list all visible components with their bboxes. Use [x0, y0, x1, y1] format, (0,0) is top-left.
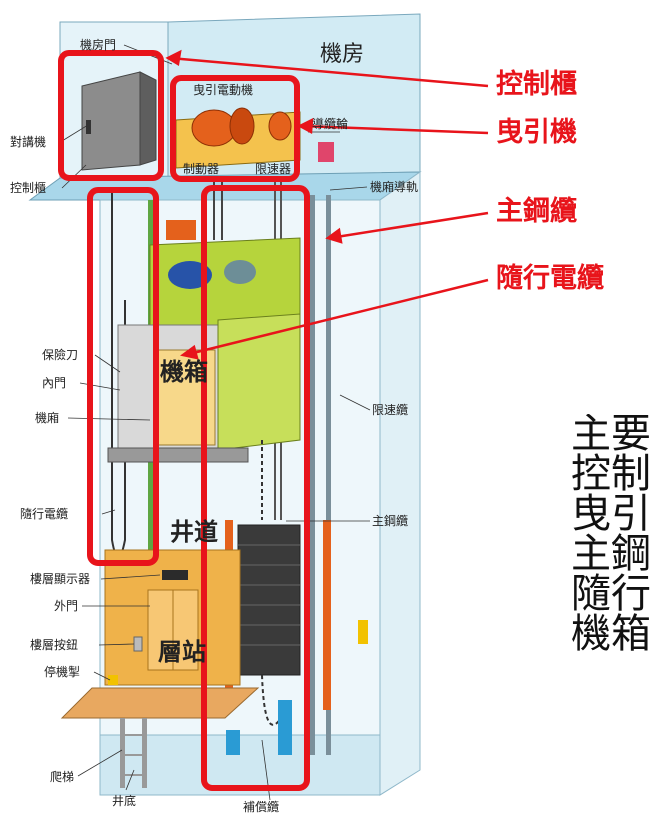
label-landing: 層站 — [158, 638, 206, 666]
highlight-control-cabinet — [58, 50, 164, 181]
highlight-boxes — [58, 50, 310, 791]
label-traction-machine: 曳引電動機 — [193, 83, 254, 97]
label-floor-indicator: 樓層顯示器 — [30, 572, 91, 586]
summary-list: 主要 控制 曳引 主鋼 隨行 機箱 — [571, 414, 653, 654]
summary-item: 隨行 — [571, 571, 651, 617]
callout-traction-machine: 曳引機 — [496, 117, 577, 148]
highlight-traveling-cable — [87, 187, 159, 566]
label-shaft: 井道 — [170, 518, 218, 546]
summary-item: 主要 — [571, 414, 651, 457]
label-outer-door: 外門 — [54, 599, 79, 613]
label-car-big: 機箱 — [160, 358, 208, 386]
label-machine-room-door: 機房門 — [80, 38, 117, 52]
summary-item: 機箱 — [571, 611, 651, 654]
label-ladder: 爬梯 — [50, 770, 75, 784]
label-car: 機廂 — [35, 411, 60, 425]
label-inner-door: 內門 — [42, 376, 67, 390]
label-governor-rope: 限速纜 — [372, 403, 409, 417]
callout-arrows — [165, 49, 489, 360]
traction-machine-drawing — [175, 107, 334, 169]
label-safety-gear: 保險刀 — [42, 348, 79, 362]
summary-item: 控制 — [571, 451, 651, 497]
summary-item: 曳引 — [571, 491, 651, 537]
machine-room-title: 機房 — [320, 42, 365, 67]
label-car-guide-rail: 機廂導軌 — [370, 180, 419, 194]
label-stop-switch: 停機掣 — [44, 665, 81, 679]
label-deflector-sheave: 導纜輪 — [312, 117, 349, 131]
label-compensation-rope: 補償纜 — [243, 800, 280, 814]
callout-control-cabinet: 控制櫃 — [496, 69, 577, 100]
label-traveling-cable: 隨行電纜 — [20, 507, 69, 521]
summary-item: 主鋼 — [571, 531, 651, 577]
label-main-rope: 主鋼纜 — [372, 514, 409, 528]
highlight-traction-machine — [170, 75, 300, 182]
label-floor-button: 樓層按鈕 — [30, 638, 79, 652]
control-cabinet-drawing — [81, 71, 157, 171]
landing — [60, 549, 368, 788]
label-intercom: 對講機 — [10, 135, 47, 149]
label-brake: 制動器 — [183, 162, 220, 176]
callout-traveling-cable: 隨行電纜 — [496, 263, 604, 294]
callout-main-rope: 主鋼纜 — [496, 196, 577, 227]
highlight-main-rope — [201, 185, 310, 791]
label-control-cabinet: 控制櫃 — [10, 181, 47, 195]
label-pit: 井底 — [112, 794, 137, 808]
label-governor: 限速器 — [255, 162, 292, 176]
